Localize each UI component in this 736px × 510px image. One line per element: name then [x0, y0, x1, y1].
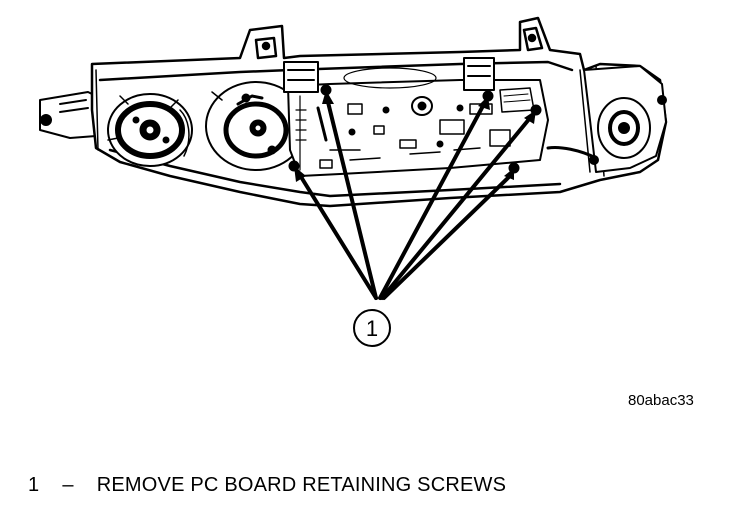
legend-text: REMOVE PC BOARD RETAINING SCREWS — [96, 474, 507, 496]
left-gauge — [107, 93, 193, 167]
left-mounting-bracket — [39, 91, 97, 139]
instrument-cluster-diagram: 1 — [39, 16, 668, 347]
figure-id: 80abac33 — [628, 392, 694, 409]
speedometer-gauge — [205, 81, 341, 171]
callout-arrows — [296, 96, 532, 300]
top-connectors — [283, 57, 495, 93]
callout-number: 1 — [366, 316, 378, 341]
arrow-heads — [294, 90, 536, 182]
callout-circle — [353, 309, 391, 347]
legend-separator: – — [62, 474, 74, 496]
legend-number: 1 — [28, 474, 40, 496]
legend: 1 – REMOVE PC BOARD RETAINING SCREWS — [28, 474, 506, 497]
right-gauge-bracket — [546, 65, 667, 173]
